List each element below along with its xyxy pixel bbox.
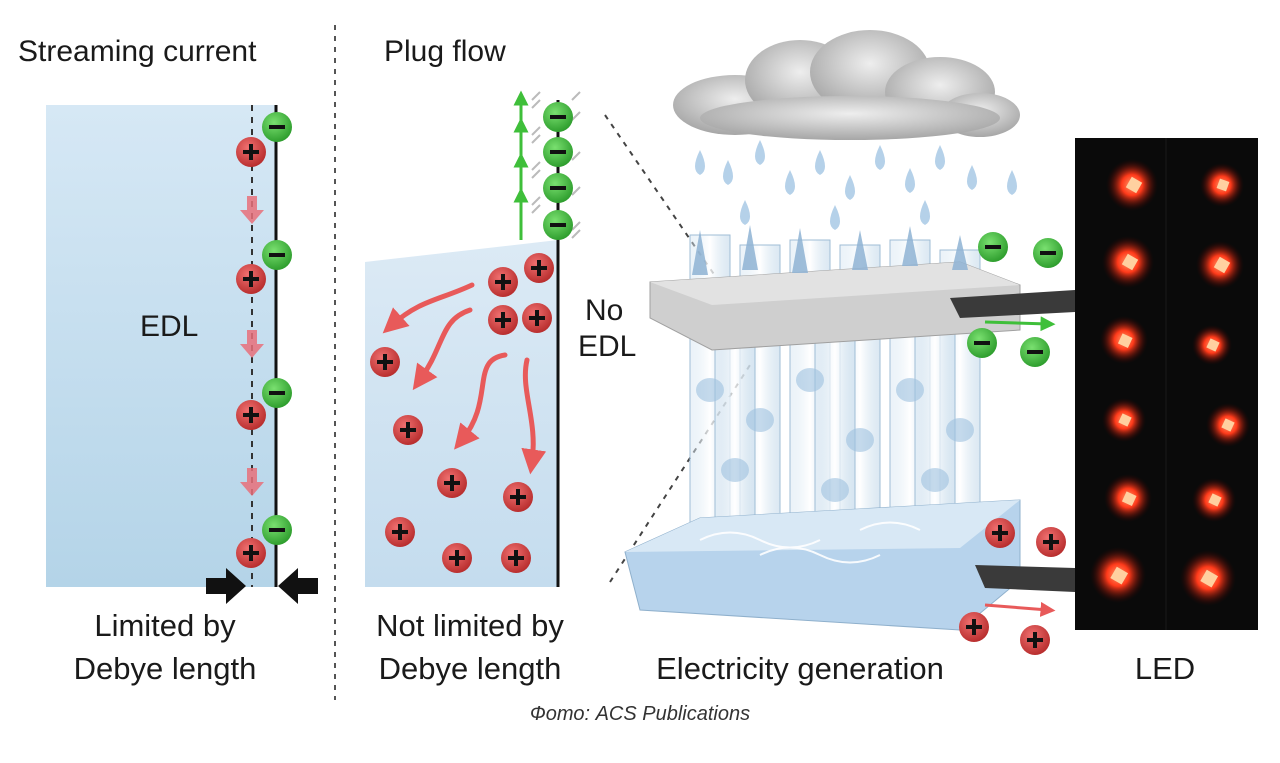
minus-ion-icon [543, 173, 573, 203]
no-label: No [585, 294, 624, 327]
minus-ion-icon [262, 515, 292, 545]
minus-ion-icon [543, 137, 573, 167]
plus-ion-icon [385, 517, 415, 547]
plus-ion-icon [503, 482, 533, 512]
plus-ion-icon [501, 543, 531, 573]
plus-ion-icon [1020, 625, 1050, 655]
plug-caption-line1: Not limited by [376, 608, 564, 643]
generation-caption: Electricity generation [656, 651, 944, 686]
plus-ion-icon [236, 137, 266, 167]
minus-ion-icon [543, 102, 573, 132]
edl-flow-arrows [240, 196, 264, 496]
minus-ion-icon [262, 378, 292, 408]
streaming-current-panel [46, 105, 318, 604]
motion-streaks [531, 91, 581, 239]
led-panel [1075, 138, 1258, 630]
streaming-title: Streaming current [18, 35, 257, 68]
generator-device [624, 30, 1075, 655]
plus-ion-icon [236, 538, 266, 568]
ion-flow-arrow-icon [984, 601, 1056, 617]
splash-lines [699, 521, 921, 564]
minus-ion-icon [543, 210, 573, 240]
plus-ion-icon [442, 543, 472, 573]
minus-ion-icon [1020, 337, 1050, 367]
plus-ion-icon [522, 303, 552, 333]
debye-arrow-left-icon [206, 568, 246, 604]
water-blobs [696, 368, 974, 502]
minus-ion-icon [262, 112, 292, 142]
streaming-ions [236, 112, 292, 568]
plus-ion-icon [437, 468, 467, 498]
plus-ion-icon [524, 253, 554, 283]
photo-credit: Фото: ACS Publications [529, 703, 751, 725]
no-edl-label: EDL [578, 330, 637, 363]
plug-flow-panel [365, 90, 581, 587]
plus-ion-icon [1036, 527, 1066, 557]
edl-label: EDL [140, 310, 199, 343]
plug-flow-arrows [382, 282, 547, 475]
cloud-icon [673, 30, 1020, 140]
plug-title: Plug flow [384, 35, 506, 68]
debye-arrow-right-icon [278, 568, 318, 604]
plus-ion-icon [236, 400, 266, 430]
plus-ion-icon [488, 305, 518, 335]
minus-ion-icon [1033, 238, 1063, 268]
plus-ion-icon [393, 415, 423, 445]
plug-caption-line2: Debye length [378, 651, 562, 686]
streaming-caption-line2: Debye length [73, 651, 257, 686]
minus-ion-icon [967, 328, 997, 358]
electron-flow-arrow-icon [984, 316, 1056, 332]
streaming-caption-line1: Limited by [94, 608, 236, 643]
bottom-electrode [975, 565, 1075, 592]
minus-ion-icon [262, 240, 292, 270]
plus-ion-icon [488, 267, 518, 297]
led-glows [1090, 159, 1250, 606]
plus-ion-icon [370, 347, 400, 377]
rain-drops [695, 140, 1017, 230]
led-caption: LED [1134, 651, 1196, 686]
minus-ion-icon [978, 232, 1008, 262]
streaming-fluid-body [46, 105, 276, 587]
funnel-cones [692, 225, 968, 275]
plus-ion-icon [959, 612, 989, 642]
top-electrode [950, 290, 1075, 318]
plug-ions [370, 102, 573, 573]
plus-ion-icon [236, 264, 266, 294]
plus-ion-icon [985, 518, 1015, 548]
